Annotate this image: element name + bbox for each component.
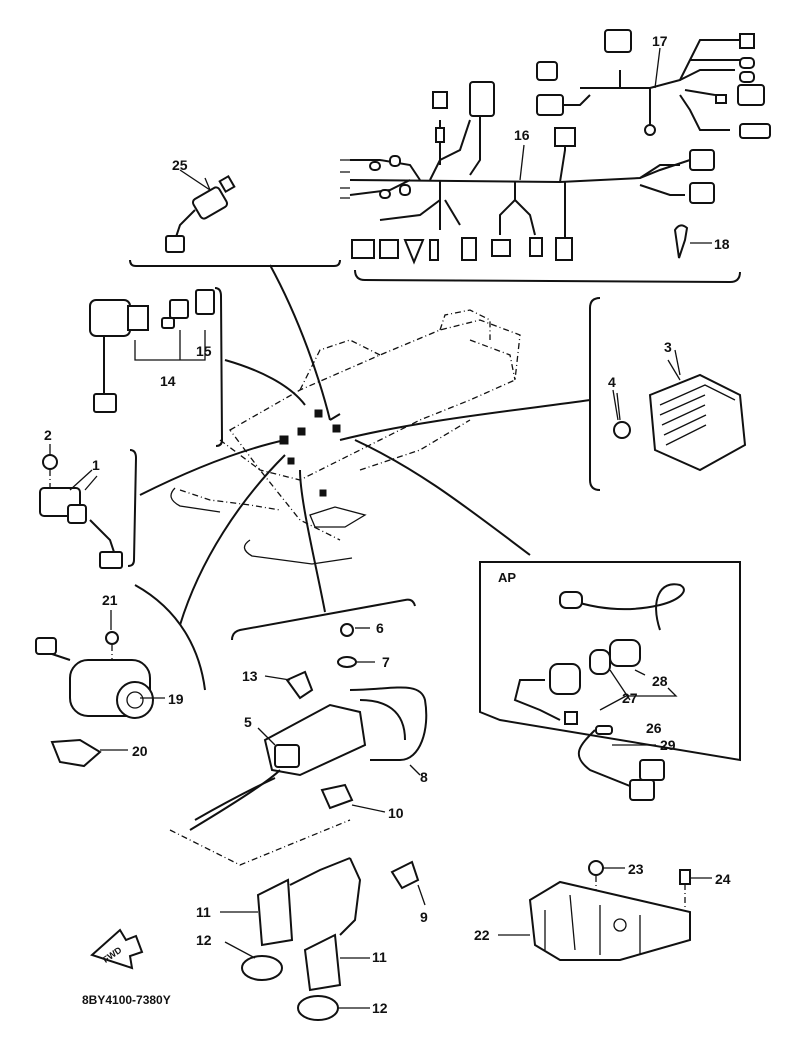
leader-lines: [139, 264, 591, 626]
part-22-bracket: [528, 860, 691, 961]
callout-26: 26: [646, 720, 662, 736]
callout-8: 8: [420, 769, 428, 785]
part-26-29-ap-group: [513, 583, 685, 801]
callout-13: 13: [242, 668, 258, 684]
callout-14: 14: [160, 373, 176, 389]
callout-10: 10: [388, 805, 404, 821]
callout-29: 29: [660, 737, 676, 753]
callout-9: 9: [420, 909, 428, 925]
callout-19: 19: [168, 691, 184, 707]
callout-27: 27: [622, 690, 638, 706]
callout-5: 5: [244, 714, 252, 730]
part-25-switch: [165, 174, 236, 253]
forward-arrow-icon: FWD: [90, 928, 144, 970]
callout-24: 24: [715, 871, 731, 887]
callout-21: 21: [102, 592, 118, 608]
body-mounting-points: [279, 409, 341, 497]
part-3-rectifier-regulator: [613, 359, 747, 472]
callout-15: 15: [196, 343, 212, 359]
drawing-code: 8BY4100-7380Y: [82, 993, 171, 1007]
callout-18: 18: [714, 236, 730, 252]
part-11-12-plug-caps: [241, 857, 420, 1021]
part-1-relay: [39, 454, 123, 569]
callout-2: 2: [44, 427, 52, 443]
callout-23: 23: [628, 861, 644, 877]
callout-3: 3: [664, 339, 672, 355]
callout-25: 25: [172, 157, 188, 173]
callout-4: 4: [608, 374, 616, 390]
ap-label: AP: [498, 570, 516, 585]
callout-12a: 12: [196, 932, 212, 948]
callout-22: 22: [474, 927, 490, 943]
wire-harness-17: [536, 29, 771, 139]
part-5-ignition-coil: [169, 623, 428, 866]
part-14-main-switch: [89, 289, 215, 413]
callout-28: 28: [652, 673, 668, 689]
callout-12b: 12: [372, 1000, 388, 1016]
callout-17: 17: [652, 33, 668, 49]
callout-1: 1: [92, 457, 100, 473]
part-19-starter-relay: [35, 631, 154, 768]
callout-11b: 11: [372, 949, 387, 965]
wire-harness-16: [340, 81, 715, 265]
group-brackets: [127, 259, 741, 762]
callout-numbers: 1 2 3 4 5 6 7 8 9 10 11 11 12 12 13 14 1…: [44, 33, 731, 1016]
callout-16: 16: [514, 127, 530, 143]
callout-6: 6: [376, 620, 384, 636]
part-18-clip: [673, 224, 712, 259]
snowmobile-outline: [170, 309, 521, 565]
callout-11a: 11: [196, 904, 211, 920]
callout-7: 7: [382, 654, 390, 670]
callout-leaders: [49, 47, 712, 1009]
callout-20: 20: [132, 743, 148, 759]
